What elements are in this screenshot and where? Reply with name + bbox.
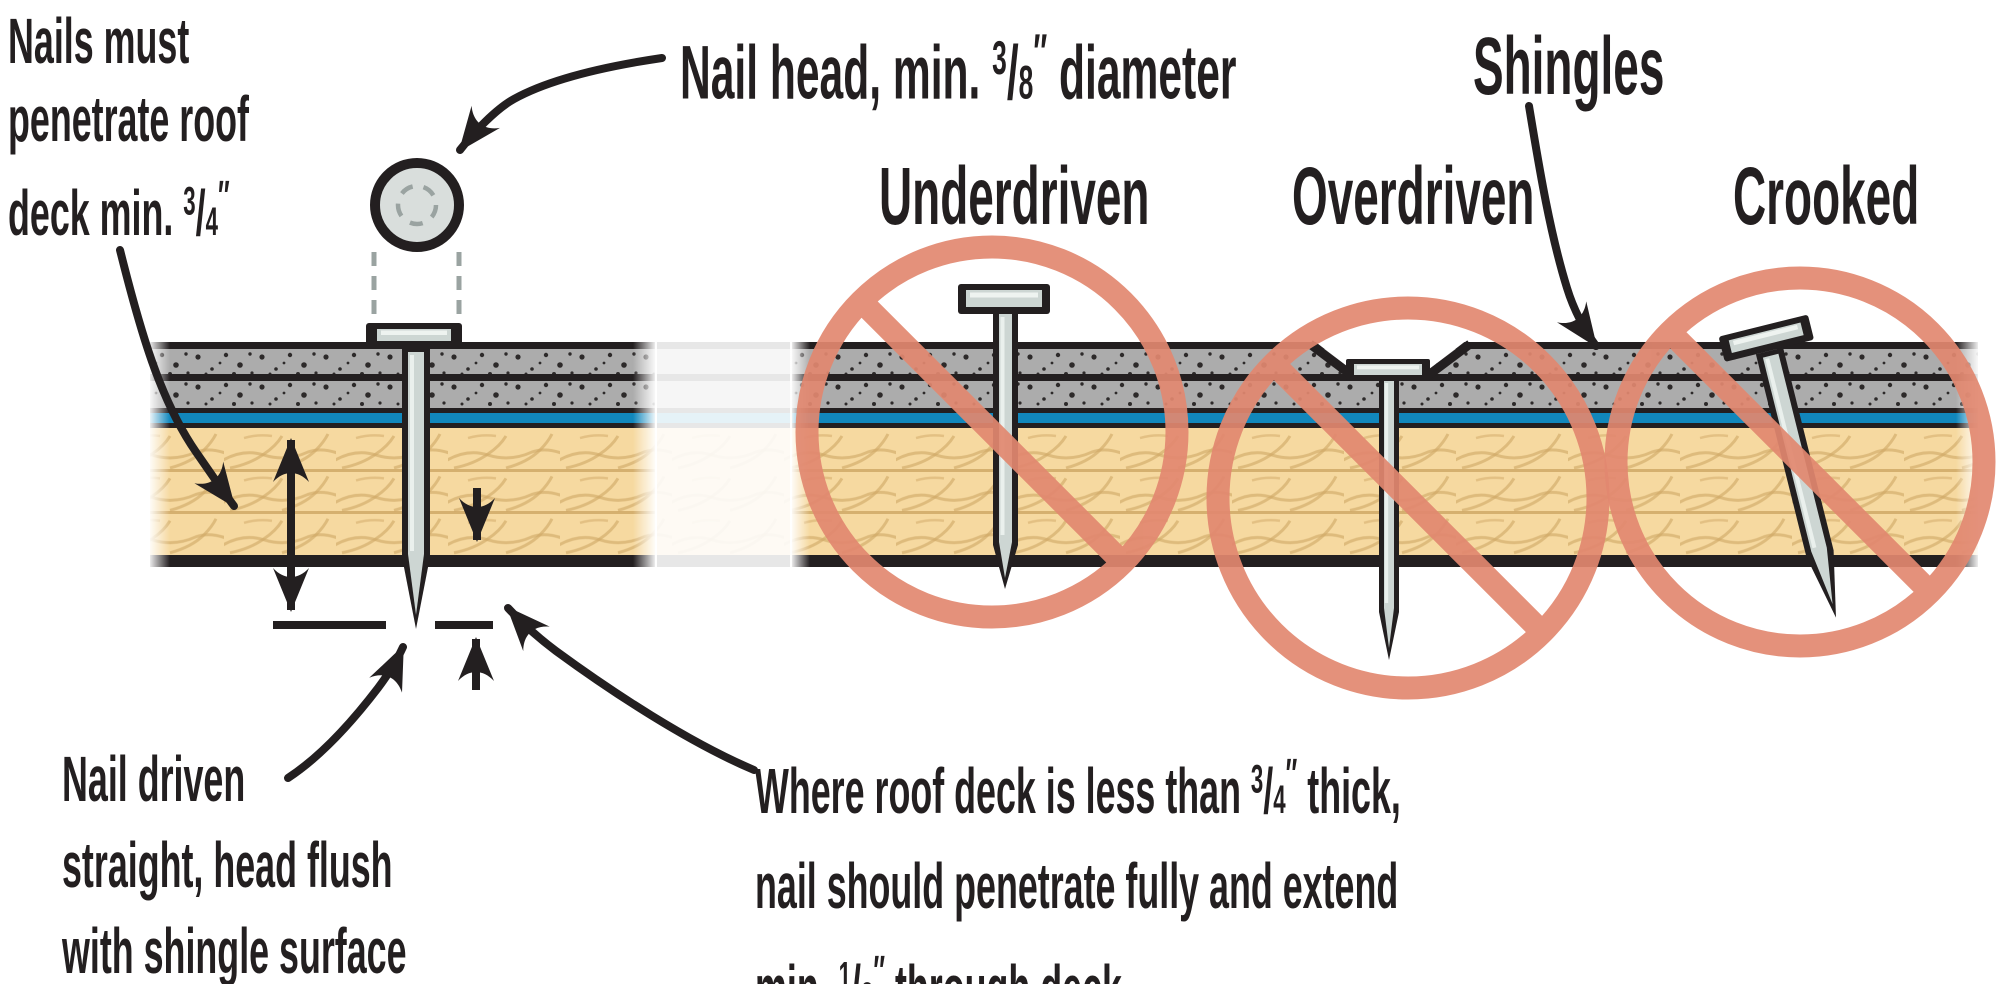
annotation-line: with shingle surface	[62, 915, 407, 984]
annotation-nails-note: Nails must penetrate roof deck min. 3/4″	[8, 2, 249, 261]
annotation-line: straight, head flush	[62, 829, 393, 901]
prohibition-circle-underdriven	[795, 235, 1189, 629]
annotation-line: penetrate roof	[8, 83, 249, 155]
leader-arrows	[116, 54, 1600, 782]
nail-head-guides	[371, 252, 462, 322]
annotation-line: nail should penetrate fully and extend	[755, 849, 1399, 922]
annotation-line: Nails must	[8, 5, 190, 77]
prohibition-circle-crooked	[1604, 266, 1996, 658]
leader-shingles-arrow	[1525, 102, 1600, 350]
leader-where-note-arrow	[504, 604, 758, 774]
annotation-line: Where roof deck is less than 3/4″ thick,	[755, 751, 1401, 827]
label-crooked: Crooked	[1733, 151, 1920, 242]
label-shingles: Shingles	[1473, 21, 1665, 112]
correct-nail	[366, 323, 462, 629]
nail-head-top-view	[370, 158, 464, 252]
label-overdriven: Overdriven	[1292, 151, 1535, 242]
prohibition-circle-overdriven	[1206, 296, 1610, 700]
leader-nails-note-arrow	[116, 246, 238, 510]
overdriven-nail	[1346, 359, 1430, 660]
annotation-nail-head: Nail head, min. 3/8″ diameter	[680, 23, 1237, 116]
annotation-line: Nail driven	[62, 743, 246, 815]
annotation-line: deck min. 3/4″	[8, 173, 230, 249]
leader-nail-driven-arrow	[284, 643, 407, 782]
roof-section-break-ghost	[655, 342, 792, 567]
annotation-nail-driven: Nail driven straight, head flush with sh…	[62, 736, 407, 984]
leader-nail-head-arrow	[456, 54, 666, 154]
label-underdriven: Underdriven	[879, 151, 1150, 242]
dimension-marks	[273, 438, 495, 690]
annotation-line: min. 1/8″ through deck	[755, 947, 1122, 984]
annotation-where-note: Where roof deck is less than 3/4″ thick,…	[755, 732, 1401, 984]
